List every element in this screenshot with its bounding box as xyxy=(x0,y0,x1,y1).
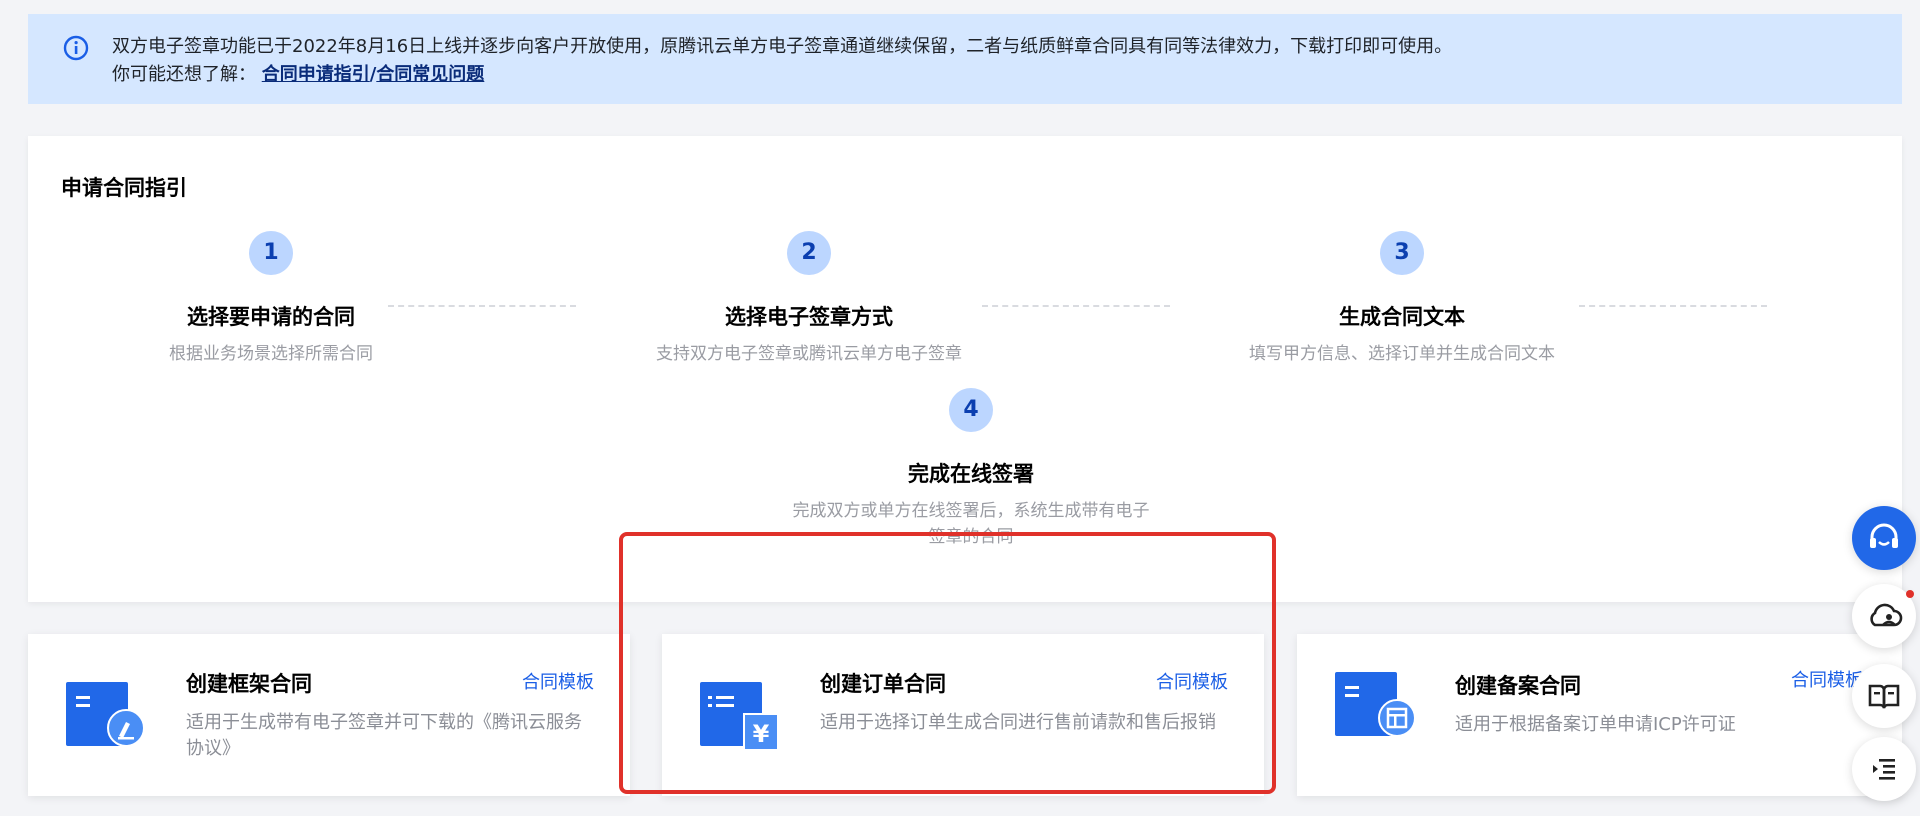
step-connector xyxy=(982,305,1170,307)
card-description: 适用于根据备案订单申请ICP许可证 xyxy=(1455,714,1736,735)
highlight-box xyxy=(619,532,1276,794)
card-title: 创建框架合同 xyxy=(186,672,312,696)
step-number: 1 xyxy=(249,231,293,275)
headset-icon xyxy=(1870,523,1898,548)
step-number: 3 xyxy=(1380,231,1424,275)
filing-contract-card[interactable]: 创建备案合同 合同模板 适用于根据备案订单申请ICP许可证 xyxy=(1297,634,1902,796)
step-number: 2 xyxy=(787,231,831,275)
notice-prefix: 你可能还想了解： xyxy=(112,64,256,85)
contract-template-link[interactable]: 合同模板 xyxy=(522,672,594,693)
step-title: 选择电子签章方式 xyxy=(725,305,893,329)
step-description: 根据业务场景选择所需合同 xyxy=(169,344,373,364)
step-number: 4 xyxy=(949,388,993,432)
framework-contract-card[interactable]: 创建框架合同 合同模板 适用于生成带有电子签章并可下载的《腾讯云服务协议》 xyxy=(28,634,630,796)
step-title: 完成在线签署 xyxy=(908,462,1034,486)
contract-faq-link[interactable]: 合同常见问题 xyxy=(376,64,485,85)
contract-template-link[interactable]: 合同模板 xyxy=(1156,672,1228,693)
step-description: 支持双方电子签章或腾讯云单方电子签章 xyxy=(656,344,962,364)
card-title: 创建订单合同 xyxy=(820,672,946,696)
documentation-button[interactable] xyxy=(1852,664,1916,728)
step-title: 选择要申请的合同 xyxy=(187,305,355,329)
order-contract-card[interactable]: ¥ 创建订单合同 合同模板 适用于选择订单生成合同进行售前请款和售后报销 xyxy=(662,634,1264,796)
card-description: 适用于选择订单生成合同进行售前请款和售后报销 xyxy=(820,712,1216,733)
guide-step-3: 3 生成合同文本 填写甲方信息、选择订单并生成合同文本 xyxy=(1222,231,1582,367)
info-icon xyxy=(63,35,89,61)
card-description: 适用于生成带有电子签章并可下载的《腾讯云服务协议》 xyxy=(186,712,582,759)
notice-text: 双方电子签章功能已于2022年8月16日上线并逐步向客户开放使用，原腾讯云单方电… xyxy=(112,36,1453,57)
step-connector xyxy=(388,305,576,307)
cloud-user-icon xyxy=(1870,603,1903,627)
notice-links-line: 你可能还想了解： 合同申请指引/合同常见问题 xyxy=(112,62,484,88)
book-icon xyxy=(1868,684,1900,709)
document-yuan-icon: ¥ xyxy=(700,682,779,751)
indent-icon xyxy=(1873,759,1895,780)
step-connector xyxy=(1579,305,1767,307)
notice-banner: 双方电子签章功能已于2022年8月16日上线并逐步向客户开放使用，原腾讯云单方电… xyxy=(28,14,1902,104)
document-pen-icon xyxy=(66,682,145,747)
cloud-assistant-button[interactable] xyxy=(1852,584,1916,648)
contract-template-link[interactable]: 合同模板 xyxy=(1791,670,1863,691)
contract-guide-link[interactable]: 合同申请指引 xyxy=(261,64,370,85)
card-title: 创建备案合同 xyxy=(1455,674,1581,698)
contract-guide-panel: 申请合同指引 1 选择要申请的合同 根据业务场景选择所需合同 2 选择电子签章方… xyxy=(28,136,1902,602)
document-layout-icon xyxy=(1335,672,1415,737)
step-description: 填写甲方信息、选择订单并生成合同文本 xyxy=(1249,344,1555,364)
step-title: 生成合同文本 xyxy=(1339,305,1465,329)
guide-step-4: 4 完成在线签署 完成双方或单方在线签署后，系统生成带有电子签章的合同 xyxy=(791,388,1151,550)
collapse-menu-button[interactable] xyxy=(1852,737,1916,801)
guide-step-2: 2 选择电子签章方式 支持双方电子签章或腾讯云单方电子签章 xyxy=(629,231,989,367)
notification-dot xyxy=(1906,590,1914,598)
svg-text:¥: ¥ xyxy=(753,720,770,748)
link-separator: / xyxy=(369,64,377,85)
customer-service-button[interactable] xyxy=(1852,506,1916,570)
guide-step-1: 1 选择要申请的合同 根据业务场景选择所需合同 xyxy=(91,231,451,367)
guide-title: 申请合同指引 xyxy=(61,176,187,200)
